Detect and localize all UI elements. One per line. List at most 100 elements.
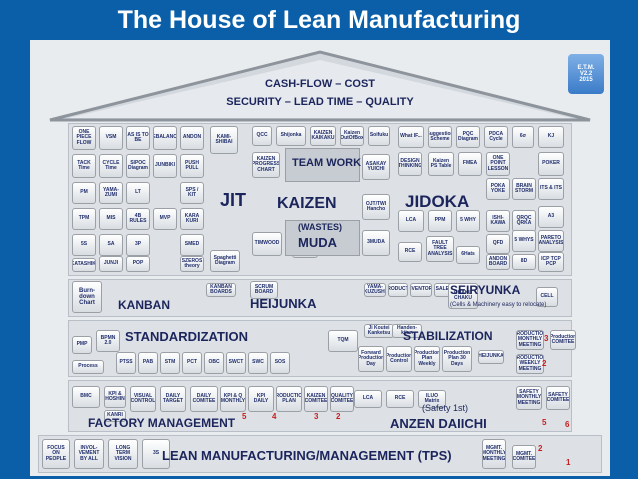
jidoka-boxes-item: POKA YOKE — [486, 178, 510, 200]
row3-boxes-item: ILUO Matrix — [418, 390, 446, 408]
jidoka-boxes-item: ICP TCP PCP — [538, 252, 564, 272]
row2-boxes-item: HEIJUNKA — [478, 350, 504, 364]
row3-boxes-item: BMC — [72, 386, 100, 408]
step-badge: 5 — [242, 412, 247, 421]
jidoka-boxes-item: PDCA Cycle — [484, 126, 508, 148]
row3-boxes-item: KPI & Q MONTHLY — [220, 386, 246, 412]
jidoka-boxes-item: PARETO ANALYSIS — [538, 230, 564, 252]
row3-boxes-item: VISUAL CONTROL — [130, 386, 156, 412]
kaizen-boxes-item: OJT/TWI Hancho — [362, 194, 390, 220]
version-stamp: E.T.M. V2.2 2015 — [568, 54, 604, 94]
jit-label: JIT — [220, 190, 247, 210]
stabilization-label: STABILIZATION — [403, 329, 493, 343]
row3-boxes-item: KPI DAILY — [248, 386, 274, 412]
muda-label: MUDA — [298, 235, 337, 250]
roof — [49, 50, 591, 122]
jit-boxes-item: AS IS TO BE — [126, 126, 150, 150]
row1-boxes-item: Burn-down Chart — [72, 281, 102, 313]
row2-boxes-item: Production COMITEE — [550, 330, 576, 350]
row2-boxes-item: Process — [72, 360, 104, 374]
row2-boxes-item: SWCT — [226, 352, 246, 374]
jit-boxes-item: KATASHIKI — [72, 258, 96, 272]
foundation-boxes-item: LONG TERM VISION — [108, 439, 138, 469]
jidoka-boxes-item: Suggestion Scheme — [428, 126, 452, 148]
row2-boxes-item: PRODUCTION MONTHLY MEETING — [516, 330, 544, 350]
jidoka-boxes-item: BRAIN STORM — [512, 178, 536, 200]
step-badge: 2 — [336, 412, 341, 421]
row2-boxes-item: Forward Production Day — [358, 346, 384, 372]
row3-boxes-item: RCE — [386, 390, 414, 408]
jidoka-boxes-item: LCA — [398, 210, 424, 232]
jit-boxes-item: SZEROS theory — [180, 256, 204, 272]
row1-boxes-item: SCRUM BOARD — [250, 281, 278, 299]
step-badge: 4 — [272, 412, 277, 421]
standardization-label: STANDARDIZATION — [125, 329, 249, 344]
kaizen-boxes-item: 3MUDA — [362, 230, 390, 256]
jidoka-boxes-item: RCE — [398, 242, 422, 262]
row2-boxes-item: Handen-kijun — [392, 324, 422, 338]
step-badge: 5 — [542, 418, 547, 427]
jidoka-label: JIDOKA — [405, 192, 470, 211]
jit-boxes-item: 3P — [126, 234, 150, 256]
row2-boxes-item: STM — [160, 352, 180, 374]
team-work-label: TEAM WORK — [292, 157, 362, 169]
muda-arrow — [285, 220, 360, 256]
jit-boxes-item: ANDON — [180, 126, 204, 150]
kaizen-boxes-item: Shijonka — [276, 126, 306, 146]
foundation-label: LEAN MANUFACTURING/MANAGEMENT (TPS) — [162, 448, 452, 463]
jidoka-boxes-item: KJ — [538, 126, 564, 148]
foundation-boxes-item: INVOL-VEMENT BY ALL — [74, 439, 104, 469]
step-badge: 1 — [566, 458, 571, 467]
step-badge: 2 — [542, 359, 547, 368]
jit-boxes-item: TPM — [72, 208, 96, 230]
jidoka-boxes-item: What IF... — [398, 126, 424, 148]
roof-line-2: SECURITY – LEAD TIME – QUALITY — [226, 96, 414, 108]
page-title: The House of Lean Manufacturing — [117, 6, 521, 34]
row3-boxes-item: LCA — [354, 390, 382, 408]
jit-boxes-item: ONE PIECE FLOW — [72, 126, 96, 150]
kaizen-boxes-item: ASAKAY YUICHI — [362, 154, 390, 180]
jit-boxes-item: YAMA-ZUMI — [99, 182, 123, 204]
seiryunka-subtitle: (Cells & Machinery easy to relocate) — [450, 302, 547, 308]
kaizen-boxes-item: KAIZEN PROGRESS CHART — [252, 152, 280, 178]
jidoka-boxes-item: ISHI-KAWA — [486, 210, 510, 232]
jidoka-boxes-item: DESIGN THINKING — [398, 152, 422, 176]
stamp-line: V2.2 — [579, 71, 593, 77]
jidoka-boxes-item: 6σ — [512, 126, 534, 148]
jit-boxes-item: PM — [72, 182, 96, 204]
jidoka-boxes-item: 5 WHYS — [512, 230, 536, 252]
jidoka-boxes-item: 6Hats — [456, 246, 480, 264]
foundation-boxes-item: MGMT. COMITEE — [512, 445, 536, 469]
jidoka-boxes-item: FAULT TREE ANALYSIS — [426, 236, 454, 262]
row3-boxes-item: KPI & HOSHIN — [104, 386, 126, 408]
row1-boxes-item: KANBAN BOARDS — [206, 283, 236, 297]
team-work-arrow — [285, 148, 360, 182]
stamp-line: 2015 — [579, 77, 593, 83]
row3-boxes-item: DAILY COMITEE — [190, 386, 218, 412]
jit-boxes-item: Spaghetti Diagram — [210, 250, 240, 272]
row2-boxes-item: Production Plan 30 Days — [442, 346, 472, 372]
jit-boxes-item: VSM — [99, 126, 123, 150]
jit-boxes-item: LINEBALANCING — [153, 126, 177, 150]
row3-boxes-item: SAFETY MONTHLY MEETING — [516, 386, 542, 410]
heijunka-label: HEIJUNKA — [250, 296, 317, 311]
row2-boxes-item: Production Control — [386, 346, 412, 372]
jidoka-boxes-item: QFD — [486, 234, 510, 254]
jit-boxes-item: MVP — [153, 208, 177, 230]
safety-subtitle: (Safety 1st) — [422, 403, 469, 413]
jit-boxes-item: JUNJI — [99, 256, 123, 272]
foundation-boxes-item: 3S — [142, 439, 170, 469]
jidoka-boxes-item: ITS & ITS — [538, 178, 564, 200]
kaizen-boxes-item: TIMWOOD — [252, 232, 282, 256]
jit-boxes-item: KARA KURI — [180, 208, 204, 230]
step-badge: 3 — [544, 334, 549, 343]
jit-boxes-item: LT — [126, 182, 150, 204]
kaizen-boxes-item: Soifuku — [368, 126, 390, 146]
row2-boxes-item: BPMN 2.0 — [96, 330, 120, 352]
kaizen-boxes-item: KAIZEN KAIKAKU — [310, 126, 336, 146]
